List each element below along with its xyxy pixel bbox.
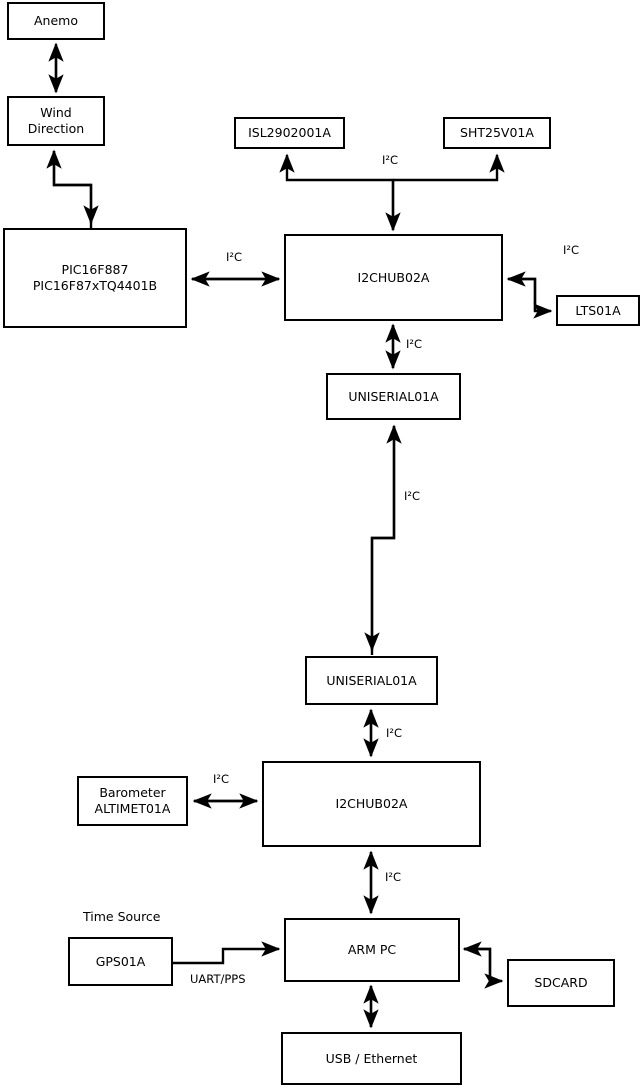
- node-barometer-altimet01a-label: Barometer ALTIMET01A: [94, 785, 171, 816]
- node-anemo-label: Anemo: [34, 13, 78, 28]
- edge-armpc-sdcard: [464, 947, 504, 989]
- edge-lts-hub: [506, 271, 537, 311]
- node-barometer-altimet01a[interactable]: Barometer ALTIMET01A: [77, 776, 188, 826]
- node-lts01a-label: LTS01A: [575, 302, 621, 318]
- edge-label-barometer: I²C: [213, 772, 230, 786]
- node-lts01a[interactable]: LTS01A: [556, 295, 640, 326]
- edge-label-hub2-armpc: I²C: [385, 870, 402, 884]
- node-usb-ethernet[interactable]: USB / Ethernet: [281, 1032, 462, 1085]
- edge-hub-sensorbus: [279, 153, 395, 230]
- node-arm-pc-label: ARM PC: [347, 942, 397, 957]
- edge-pic-wind-up: [46, 149, 93, 228]
- node-arm-pc[interactable]: ARM PC: [284, 918, 460, 982]
- edge-label-uart-pps: UART/PPS: [190, 972, 246, 986]
- edge-label-uniserial-link: I²C: [404, 489, 421, 503]
- node-i2chub02a-top[interactable]: I2CHUB02A: [284, 234, 503, 321]
- node-uniserial01a-top[interactable]: UNISERIAL01A: [326, 373, 461, 420]
- node-sdcard[interactable]: SDCARD: [507, 959, 615, 1007]
- edge-sensorbus-sht: [393, 153, 505, 182]
- edge-uniserial-link-down: [364, 426, 396, 652]
- node-wind-direction[interactable]: Wind Direction: [7, 96, 105, 146]
- node-sht25v01a-label: SHT25V01A: [460, 125, 534, 140]
- node-i2chub02a-top-label: I2CHUB02A: [357, 269, 430, 285]
- node-gps01a[interactable]: GPS01A: [68, 937, 173, 986]
- edge-label-lts: I²C: [563, 243, 580, 257]
- node-i2chub02a-bottom[interactable]: I2CHUB02A: [262, 761, 481, 847]
- edge-hub-lts: [508, 277, 553, 319]
- node-pic-microcontroller[interactable]: PIC16F887 PIC16F87xTQ4401B: [3, 228, 187, 328]
- edge-uniserial-link-up: [370, 424, 402, 655]
- edge-sdcard-armpc: [462, 941, 492, 981]
- edge-pic-wind-down: [52, 151, 99, 225]
- edge-gps-armpc: [173, 941, 281, 965]
- node-uniserial01a-bottom-label: UNISERIAL01A: [326, 672, 417, 688]
- node-usb-ethernet-label: USB / Ethernet: [325, 1050, 418, 1066]
- node-sdcard-label: SDCARD: [534, 975, 588, 990]
- edge-label-pic-hub: I²C: [226, 250, 243, 264]
- edge-label-hub-uniserial: I²C: [406, 337, 423, 351]
- label-time-source: Time Source: [83, 909, 161, 924]
- node-wind-direction-label: Wind Direction: [27, 105, 85, 136]
- edge-label-sensor-bus: I²C: [382, 153, 399, 167]
- node-uniserial01a-top-label: UNISERIAL01A: [348, 388, 439, 404]
- edge-label-uniserial-hub2: I²C: [386, 726, 403, 740]
- node-gps01a-label: GPS01A: [95, 953, 146, 969]
- node-isl2902001a-label: ISL2902001A: [248, 125, 331, 140]
- node-isl2902001a[interactable]: ISL2902001A: [234, 117, 345, 149]
- node-anemo[interactable]: Anemo: [7, 2, 105, 40]
- node-i2chub02a-bottom-label: I2CHUB02A: [335, 796, 408, 811]
- node-uniserial01a-bottom[interactable]: UNISERIAL01A: [305, 656, 438, 705]
- node-sht25v01a[interactable]: SHT25V01A: [443, 117, 551, 149]
- node-pic-microcontroller-label: PIC16F887 PIC16F87xTQ4401B: [32, 262, 158, 293]
